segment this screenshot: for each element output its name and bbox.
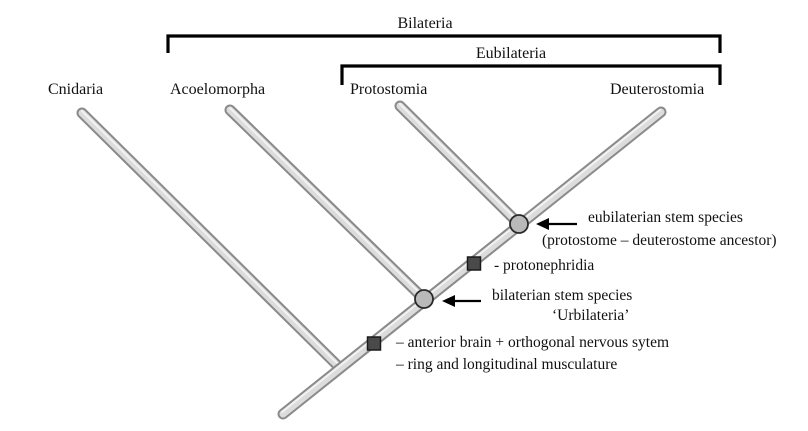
branch-acoelomorpha — [224, 104, 430, 305]
branch-cnidaria — [76, 107, 344, 372]
apomorphy-label-protonephridia: - protonephridia — [494, 257, 594, 274]
taxon-label-deuterostomia: Deuterostomia — [610, 81, 704, 98]
apomorphy-label-musculature: – ring and longitudinal musculature — [395, 356, 617, 373]
arrow-eubilaterian — [536, 218, 577, 230]
bilaterian-label-line1: bilaterian stem species — [492, 287, 632, 304]
taxon-label-cnidaria: Cnidaria — [48, 81, 103, 98]
apomorphy-marker-brain — [366, 336, 382, 351]
eubilaterian-label-line1: eubilaterian stem species — [588, 209, 743, 226]
taxon-label-acoelomorpha: Acoelomorpha — [170, 81, 265, 98]
eubilaterian-label-line2: (protostome – deuterostome ancestor) — [542, 232, 777, 249]
apomorphy-label-brain: – anterior brain + orthogonal nervous sy… — [395, 334, 669, 351]
arrow-bilaterian — [442, 295, 481, 307]
eubilateria-bracket — [340, 64, 722, 85]
node-bilaterian-stem — [414, 289, 434, 309]
eubilateria-label: Eubilateria — [476, 45, 546, 62]
apomorphy-marker-protonephridia — [466, 256, 482, 271]
bilateria-bracket — [166, 34, 722, 53]
bilaterian-label-line2: ‘Urbilateria’ — [552, 307, 629, 324]
branch-protostomia — [394, 100, 525, 230]
bilateria-label: Bilateria — [397, 15, 452, 32]
node-eubilaterian-stem — [509, 214, 529, 234]
taxon-label-protostomia: Protostomia — [350, 81, 427, 98]
